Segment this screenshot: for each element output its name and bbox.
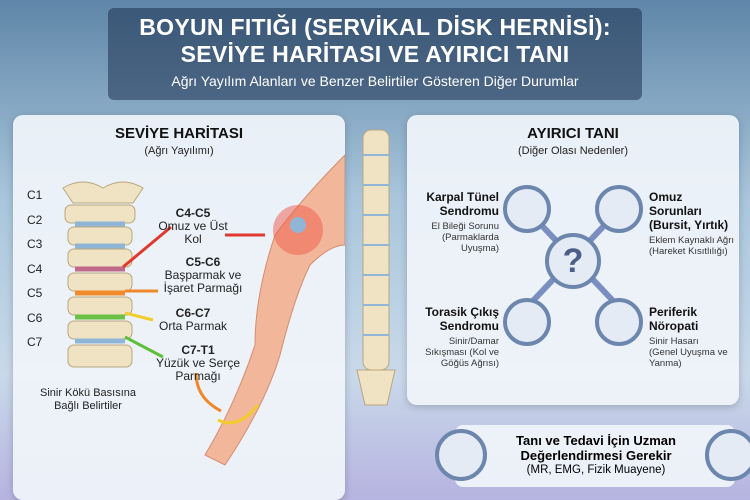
level-map-subtitle: (Ağrı Yayılımı) <box>144 145 214 157</box>
arrow-c7t1 <box>124 335 164 359</box>
condition-desc: Sinir/Damar Sıkışması (Kol ve Göğüs Ağrı… <box>425 336 499 369</box>
condition-desc: El Bileği Sorunu (Parmaklarda Uyuşma) <box>431 221 499 254</box>
title-line-1: BOYUN FITIĞI (SERVİKAL DİSK HERNİSİ): <box>139 14 611 40</box>
header-banner: BOYUN FITIĞI (SERVİKAL DİSK HERNİSİ):SEV… <box>108 8 642 100</box>
label-c4: C4 <box>27 261 43 276</box>
differential-subtitle: (Diğer Olası Nedenler) <box>517 145 629 157</box>
condition-carpal-tunnel: Karpal Tünel Sendromu El Bileği Sorunu (P… <box>415 190 499 254</box>
level-area: Omuz ve Üst Kol <box>158 219 228 246</box>
arrow-hand <box>194 372 222 413</box>
footer-line-1: Tanı ve Tedavi İçin Uzman <box>516 433 676 448</box>
arrow-c6c7 <box>124 311 154 322</box>
level-code: C7-T1 <box>181 343 215 357</box>
footer-box: Tanı ve Tedavi İçin Uzman Değerlendirmes… <box>435 425 750 487</box>
condition-desc: Sinir Hasarı (Genel Uyuşma ve Yanma) <box>649 336 728 369</box>
condition-name: Omuz Sorunları (Bursit, Yırtık) <box>649 190 729 232</box>
label-c3: C3 <box>27 237 43 251</box>
footer-text: Tanı ve Tedavi İçin Uzman Değerlendirmes… <box>491 433 701 478</box>
label-c5: C5 <box>27 286 43 300</box>
cervical-spine-illustration <box>62 154 345 466</box>
condition-shoulder: Omuz Sorunları (Bursit, Yırtık) Eklem Kay… <box>649 190 737 257</box>
footer-line-2: Değerlendirmesi Gerekir <box>520 448 672 463</box>
full-spine-illustration <box>356 129 396 406</box>
condition-name: Periferik Nöropati <box>649 305 699 333</box>
label-c7: C7 <box>27 335 43 349</box>
chest-icon <box>503 298 551 346</box>
condition-desc: Eklem Kaynaklı Ağrı (Hareket Kısıtlılığı… <box>649 235 735 257</box>
main-title: BOYUN FITIĞI (SERVİKAL DİSK HERNİSİ):SEV… <box>108 14 642 68</box>
level-code: C6-C7 <box>175 306 211 320</box>
question-mark-icon: ? <box>545 233 601 289</box>
condition-name: Torasik Çıkış Sendromu <box>425 305 499 333</box>
vertebra-labels: C1 C2 C3 C4 C5 C6 C7 <box>27 183 42 355</box>
differential-panel: AYIRICI TANI (Diğer Olası Nedenler) ? Ka… <box>407 115 739 405</box>
label-c6: C6 <box>27 310 43 325</box>
footer-line-3: (MR, EMG, Fizik Muayene) <box>526 464 666 476</box>
level-area: Başparmak ve İşaret Parmağı <box>163 268 243 295</box>
condition-name: Karpal Tünel Sendromu <box>426 190 499 218</box>
arm-illustration <box>204 154 345 466</box>
level-map-panel: SEVİYE HARİTASI (Ağrı Yayılımı) C1 C2 C3… <box>13 115 345 500</box>
label-c2: C2 <box>27 212 43 227</box>
level-code: C5-C6 <box>185 255 221 269</box>
level-code: C4-C5 <box>175 206 211 220</box>
subtitle: Ağrı Yayılım Alanları ve Benzer Belirtil… <box>171 73 579 89</box>
level-area: Yüzük ve Serçe Parmağı <box>155 356 241 383</box>
doctor-icon <box>435 429 487 481</box>
shoulder-icon <box>595 185 643 233</box>
foot-icon <box>595 298 643 346</box>
hand-icon <box>503 185 551 233</box>
arrow-c4c5 <box>122 225 172 269</box>
label-c1: C1 <box>27 188 43 202</box>
title-line-2: SEVİYE HARİTASI VE AYIRICI TANI <box>180 41 570 67</box>
level-map-title: SEVİYE HARİTASI <box>114 125 244 142</box>
level-area: Orta Parmak <box>158 319 227 333</box>
differential-title: AYIRICI TANI <box>527 125 619 142</box>
footnote: Sinir Kökü Basısına Bağlı Belirtiler <box>40 387 136 412</box>
report-icon <box>705 429 750 481</box>
